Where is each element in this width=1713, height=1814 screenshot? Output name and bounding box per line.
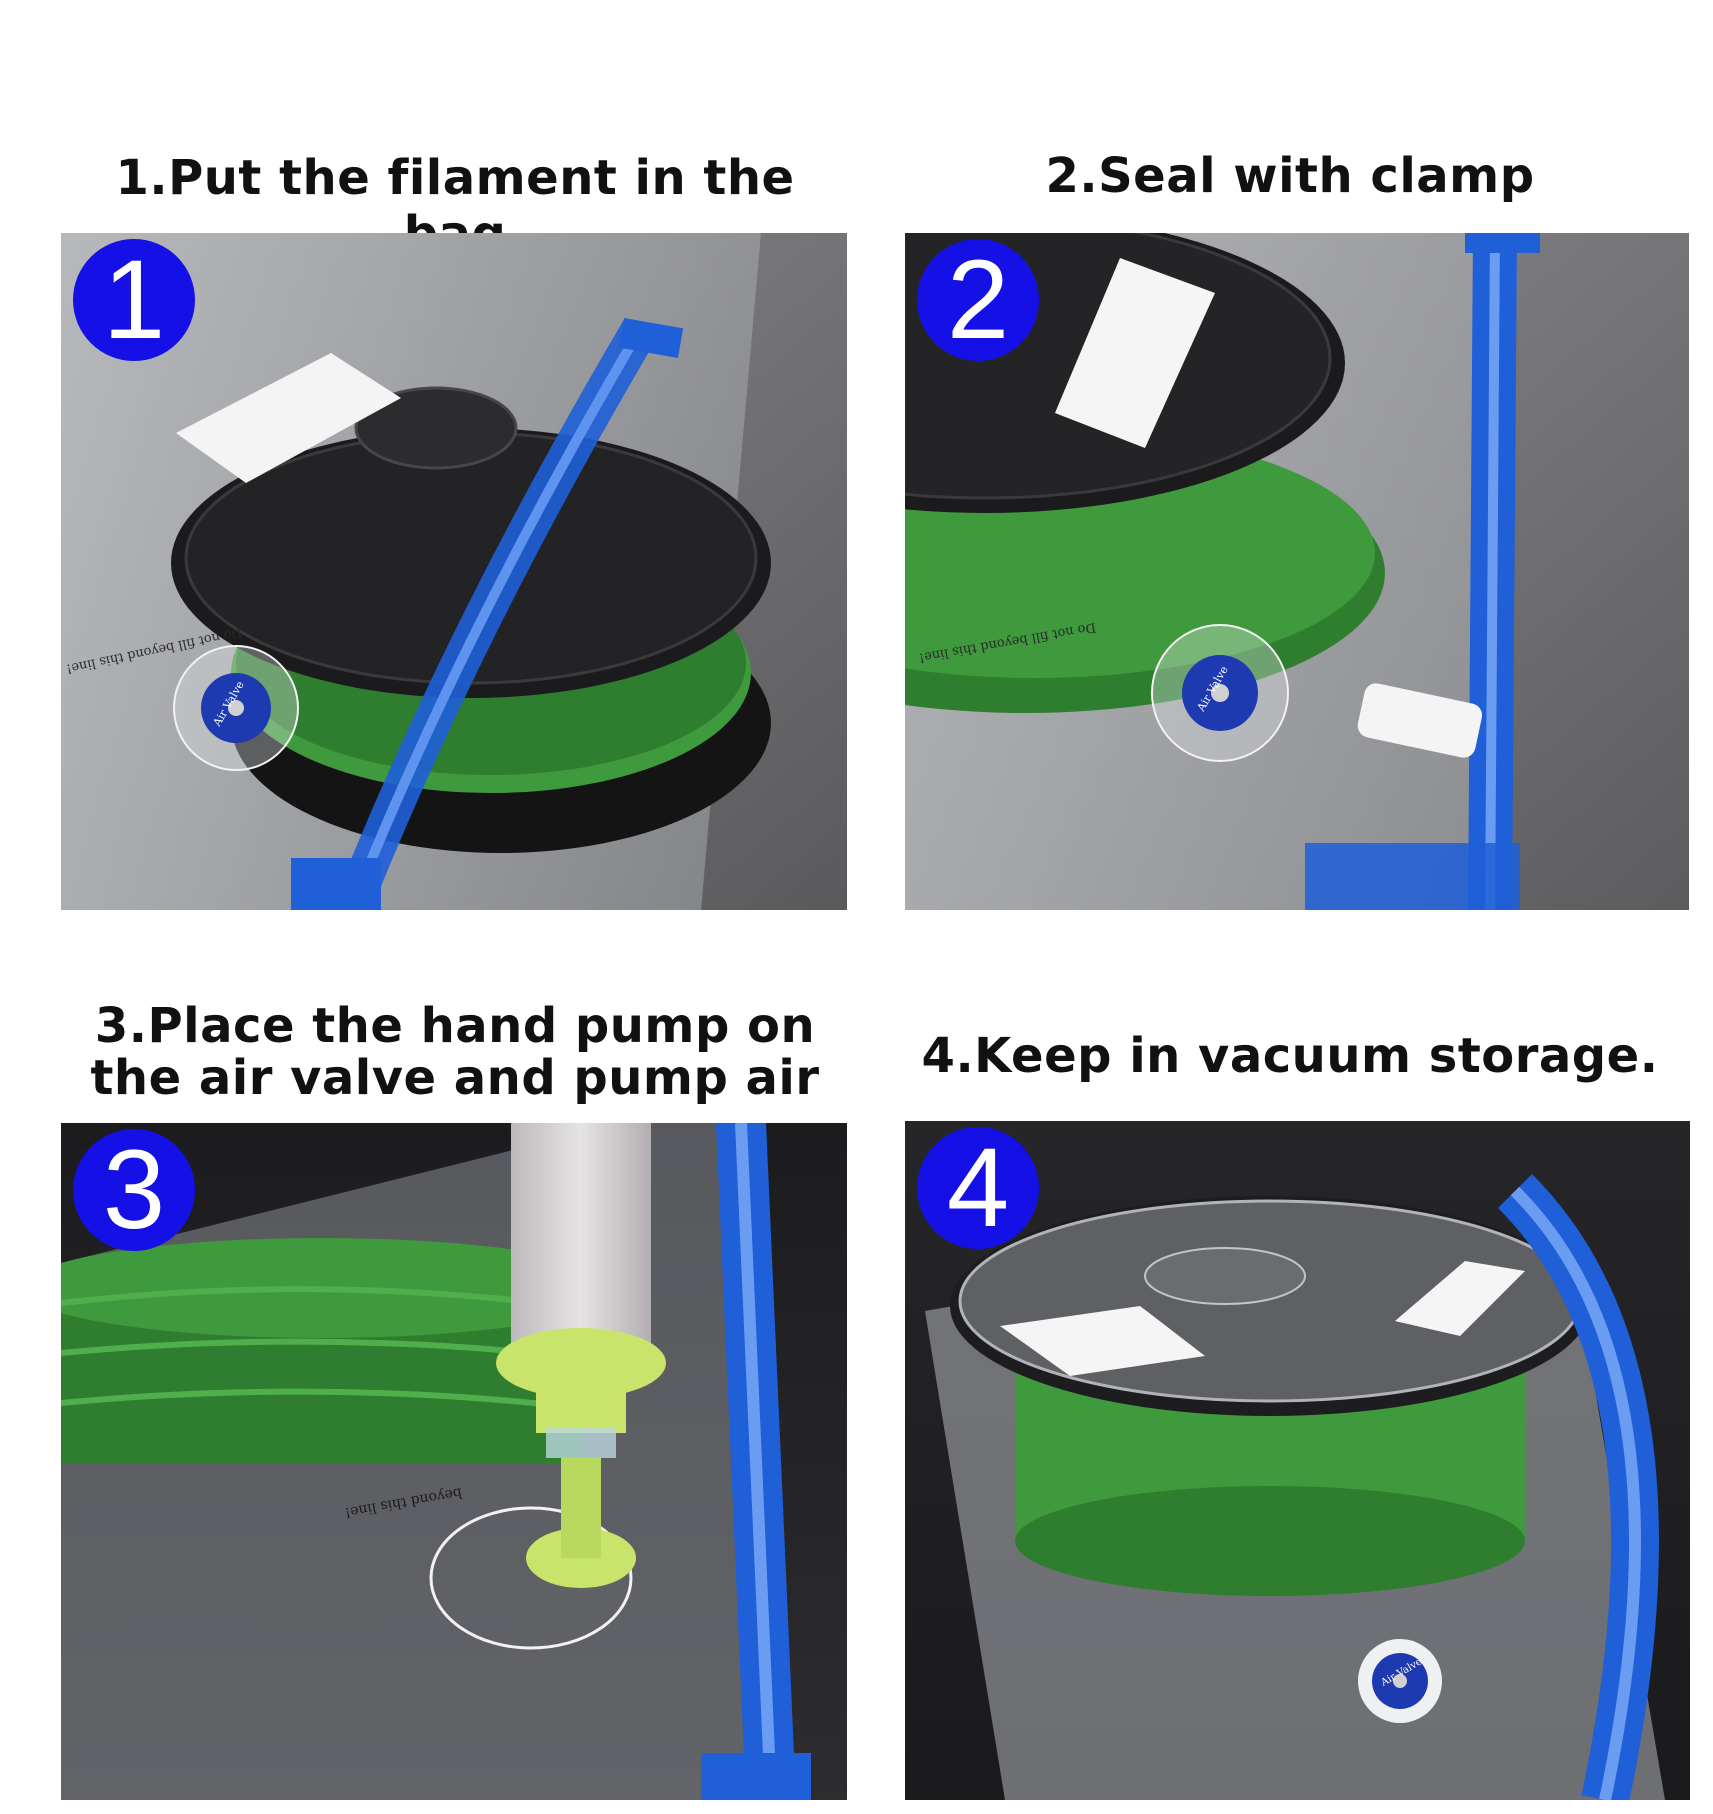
step-3-photo: beyond this line! 3 [61, 1123, 847, 1800]
step-2-caption: 2.Seal with clamp [900, 148, 1680, 204]
step-3-caption: 3.Place the hand pump on the air valve a… [60, 1000, 850, 1104]
step-2-number-badge: 2 [917, 239, 1039, 361]
step-3-caption-line-1: 3.Place the hand pump on [94, 998, 816, 1054]
step-4-caption: 4.Keep in vacuum storage. [900, 1028, 1680, 1084]
step-4-number-badge: 4 [917, 1127, 1039, 1249]
step-2-caption-line-1: 2.Seal with clamp [1045, 148, 1535, 204]
step-1-number-badge: 1 [73, 239, 195, 361]
step-3-number-badge: 3 [73, 1129, 195, 1251]
step-4-photo: Air Valve 4 [905, 1121, 1690, 1800]
step-4-caption-line-1: 4.Keep in vacuum storage. [921, 1028, 1659, 1084]
step-1-photo: Do not fill beyond this line! Air Valve … [61, 233, 847, 910]
step-3-caption-line-2: the air valve and pump air [90, 1050, 820, 1106]
step-2-photo: Do not fill beyond this line! Air Valve … [905, 233, 1689, 910]
